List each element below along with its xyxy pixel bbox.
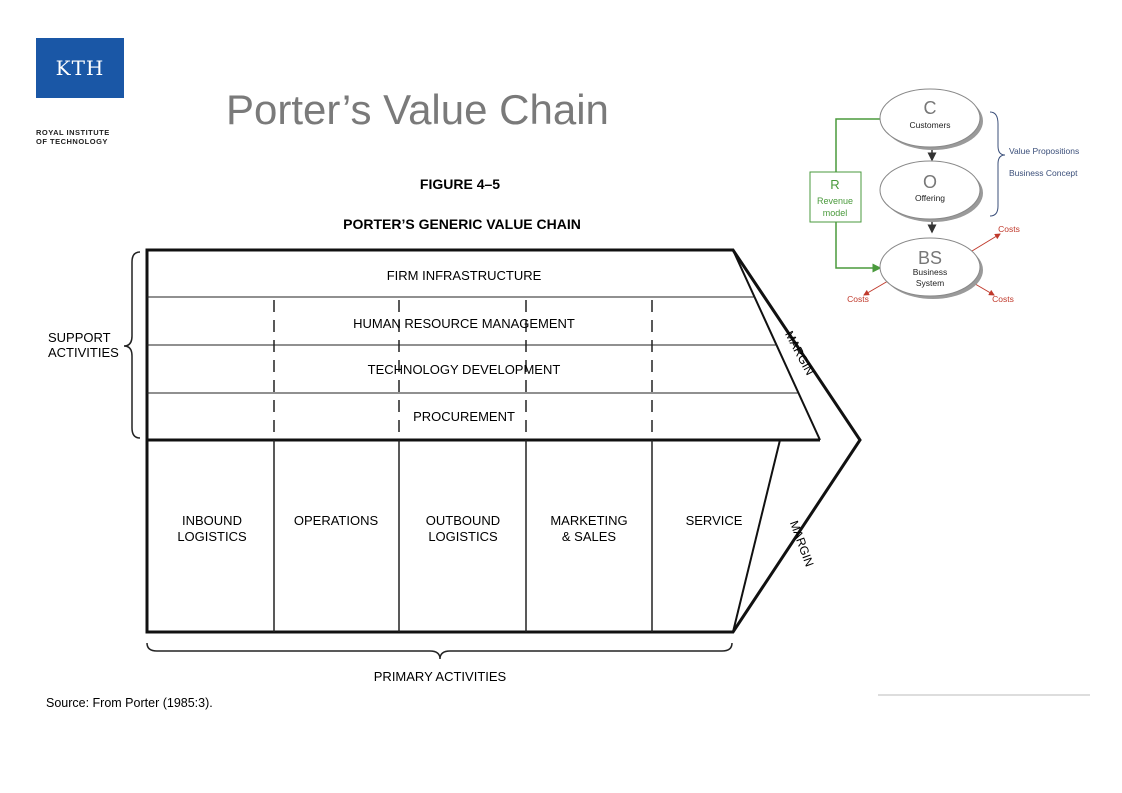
page-title: Porter’s Value Chain	[226, 86, 609, 133]
support-activity-procurement: PROCUREMENT	[413, 409, 515, 424]
system-letter: BS	[918, 248, 942, 268]
primary-bracket	[146, 642, 733, 660]
figure-label: FIGURE 4–5	[420, 176, 500, 192]
revenue-letter: R	[830, 177, 839, 192]
revenue-label-2: model	[823, 208, 848, 218]
primary-activity-inbound-2: LOGISTICS	[177, 529, 247, 544]
system-label-2: System	[916, 278, 944, 288]
support-label-1: SUPPORT	[48, 330, 111, 345]
primary-activity-outbound-1: OUTBOUND	[426, 513, 500, 528]
primary-activity-outbound-2: LOGISTICS	[428, 529, 498, 544]
revenue-label-1: Revenue	[817, 196, 853, 206]
value-propositions: Value Propositions	[1009, 146, 1079, 156]
support-bracket	[123, 251, 141, 439]
customers-letter: C	[924, 98, 937, 118]
primary-activity-inbound-1: INBOUND	[182, 513, 242, 528]
primary-activity-marketing-1: MARKETING	[550, 513, 627, 528]
customers-label: Customers	[909, 120, 950, 130]
value-brace	[989, 111, 1006, 217]
primary-label: PRIMARY ACTIVITIES	[374, 669, 507, 684]
revenue-box	[809, 171, 862, 223]
offering-letter: O	[923, 172, 937, 192]
primary-activity-marketing-2: & SALES	[562, 529, 617, 544]
primary-activity-operations: OPERATIONS	[294, 513, 379, 528]
primary-columns	[273, 440, 653, 632]
offering-label: Offering	[915, 193, 945, 203]
costs-label-top: Costs	[998, 224, 1020, 234]
logo-text: KTH	[55, 56, 105, 80]
figure-title: PORTER’S GENERIC VALUE CHAIN	[343, 216, 581, 232]
value-chain-outline	[145, 248, 862, 634]
system-node	[879, 237, 981, 297]
costs-label-left: Costs	[847, 294, 869, 304]
logo-caption: ROYAL INSTITUTE OF TECHNOLOGY	[36, 128, 110, 146]
kth-logo: KTH	[36, 38, 124, 98]
support-label-2: ACTIVITIES	[48, 345, 119, 360]
primary-activity-service: SERVICE	[686, 513, 743, 528]
figure-source: Source: From Porter (1985:3).	[46, 696, 213, 710]
customers-node	[879, 88, 981, 148]
support-activity-hrm: HUMAN RESOURCE MANAGEMENT	[353, 316, 575, 331]
primary-margin-edge	[732, 439, 781, 633]
costs-label-right: Costs	[992, 294, 1014, 304]
offering-node	[879, 160, 981, 220]
cost-arrow-left	[863, 280, 889, 296]
business-concept: Business Concept	[1009, 168, 1078, 178]
cost-arrow-top	[971, 233, 1001, 252]
system-label-1: Business	[913, 267, 948, 277]
support-activity-tech: TECHNOLOGY DEVELOPMENT	[368, 362, 561, 377]
support-dashed-columns	[273, 300, 653, 440]
support-activity-firm: FIRM INFRASTRUCTURE	[387, 268, 542, 283]
